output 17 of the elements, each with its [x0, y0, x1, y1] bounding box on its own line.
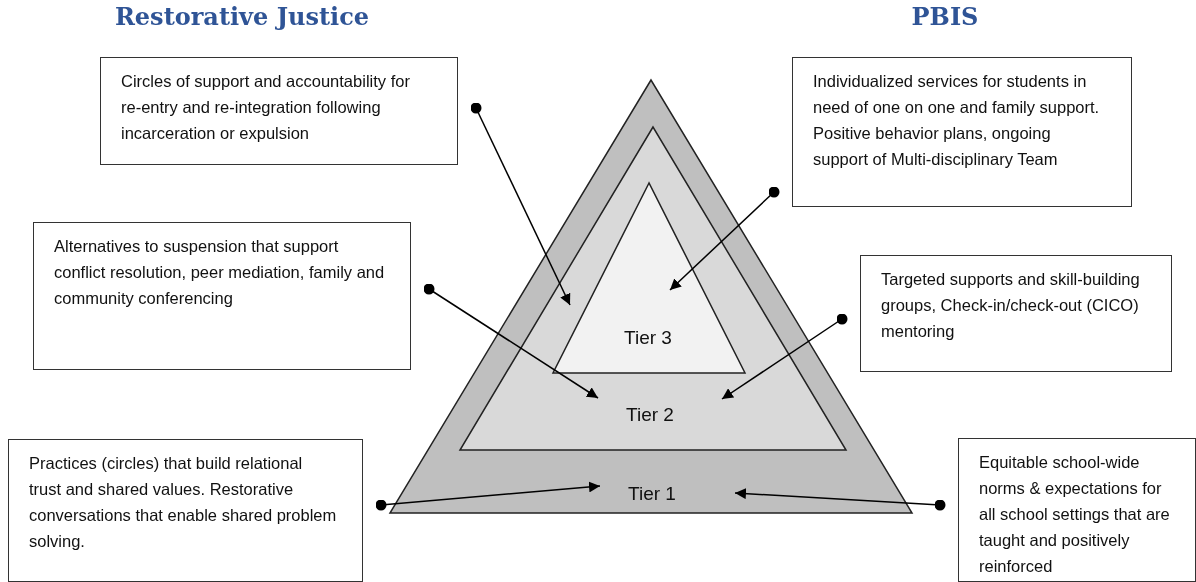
callout-box: Targeted supports and skill-building groups, Check-in/check-out (CICO) mentoring	[860, 255, 1172, 372]
callout-box: Practices (circles) that build relational trust and shared values. Restorative conversations that enable shared problem solving.	[8, 439, 363, 582]
leader-arrow	[669, 186, 780, 291]
leader-arrow	[375, 481, 601, 511]
tier-label: Tier 2	[626, 404, 674, 426]
leader-arrow	[734, 488, 946, 511]
column-heading: Restorative Justice	[114, 2, 370, 31]
tier-label: Tier 3	[624, 327, 672, 349]
leader-arrow	[423, 283, 599, 399]
tier-label: Tier 1	[628, 483, 676, 505]
column-heading: PBIS	[911, 2, 979, 31]
callout-box: Individualized services for students in need of one on one and family support. Positive behavior plans, ongoing support of Multi-disciplinary Team	[792, 57, 1132, 207]
callout-box: Circles of support and accountability for re-entry and re-integration following incarceration or expulsion	[100, 57, 458, 165]
leader-arrow	[721, 313, 848, 400]
callout-box: Equitable school-wide norms & expectations for all school settings that are taught and positively reinforced	[958, 438, 1196, 582]
leader-arrow	[470, 102, 571, 306]
callout-box: Alternatives to suspension that support conflict resolution, peer mediation, family and community conferencing	[33, 222, 411, 370]
